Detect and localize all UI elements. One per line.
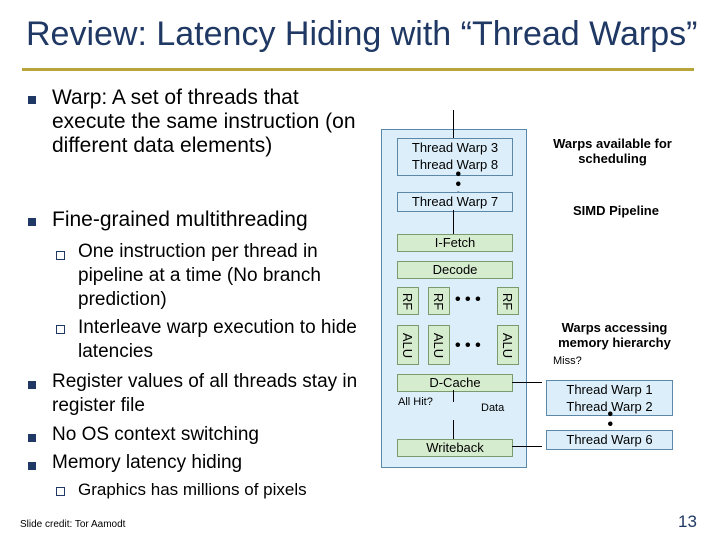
bullet-marker: [28, 462, 36, 470]
connector-line: [512, 446, 542, 447]
connector-line: [453, 110, 454, 138]
alu-2: ALU: [428, 325, 450, 365]
bullet-warp: Warp: A set of threads that execute the …: [52, 86, 356, 157]
connector-line: [453, 210, 454, 234]
bullet-register-values: Register values of all threads stay in r…: [52, 371, 358, 416]
bullet-no-os: No OS context switching: [52, 424, 259, 445]
connector-line: [453, 420, 454, 439]
warps-available-label: Warps available for scheduling: [553, 136, 672, 166]
dcache-stage: D-Cache: [397, 374, 513, 392]
all-hit-label: All Hit?: [398, 396, 433, 408]
horizontal-dots: • • •: [455, 337, 481, 354]
horizontal-dots: • • •: [455, 291, 481, 308]
memory-warp-6: Thread Warp 6: [546, 430, 673, 450]
register-file-1: RF: [397, 287, 419, 315]
fetch-stage: I-Fetch: [397, 234, 513, 252]
miss-label: Miss?: [553, 355, 582, 367]
bullet-marker: [28, 434, 36, 442]
register-file-n: RF: [497, 287, 519, 315]
warp-label: Thread Warp 2: [566, 399, 653, 414]
bullet-finegrained: Fine-grained multithreading: [52, 208, 308, 231]
sub-bullet-marker: [56, 325, 65, 334]
warp-label: Thread Warp 1: [566, 382, 653, 397]
memory-warps-box: Thread Warp 1 Thread Warp 2: [546, 380, 673, 416]
page-number: 13: [678, 512, 697, 531]
decode-stage: Decode: [397, 261, 513, 279]
sub-bullet-marker: [56, 251, 65, 260]
alu-1: ALU: [397, 325, 419, 365]
available-warps-box: Thread Warp 3 Thread Warp 8: [397, 138, 513, 176]
warps-memory-label: Warps accessing memory hierarchy: [558, 320, 671, 350]
sub-bullet-interleave: Interleave warp execution to hide latenc…: [78, 317, 357, 362]
bullet-marker: [28, 381, 36, 389]
alu-n: ALU: [497, 325, 519, 365]
warp-label: Thread Warp 3: [411, 140, 499, 155]
connector-line: [453, 390, 454, 402]
bullet-memory-latency: Memory latency hiding: [52, 452, 243, 473]
sub-bullet-graphics: Graphics has millions of pixels: [78, 480, 307, 499]
writeback-stage: Writeback: [397, 439, 513, 457]
available-warp-7: Thread Warp 7: [397, 192, 513, 212]
slide-title: Review: Latency Hiding with “Thread Warp…: [26, 15, 698, 53]
sub-bullet-marker: [56, 487, 65, 496]
data-label: Data: [481, 402, 505, 414]
register-file-2: RF: [428, 287, 450, 315]
title-underline: [22, 68, 694, 71]
slide-credit: Slide credit: Tor Aamodt: [20, 519, 126, 530]
vertical-dots: • • •: [449, 171, 466, 197]
sub-bullet-one-instruction: One instruction per thread in pipeline a…: [78, 241, 321, 310]
bullet-marker: [28, 96, 36, 104]
simd-pipeline-label: SIMD Pipeline: [573, 203, 659, 218]
warp-label: Thread Warp 8: [411, 157, 499, 172]
bullet-marker: [28, 218, 36, 226]
connector-line: [512, 382, 542, 383]
